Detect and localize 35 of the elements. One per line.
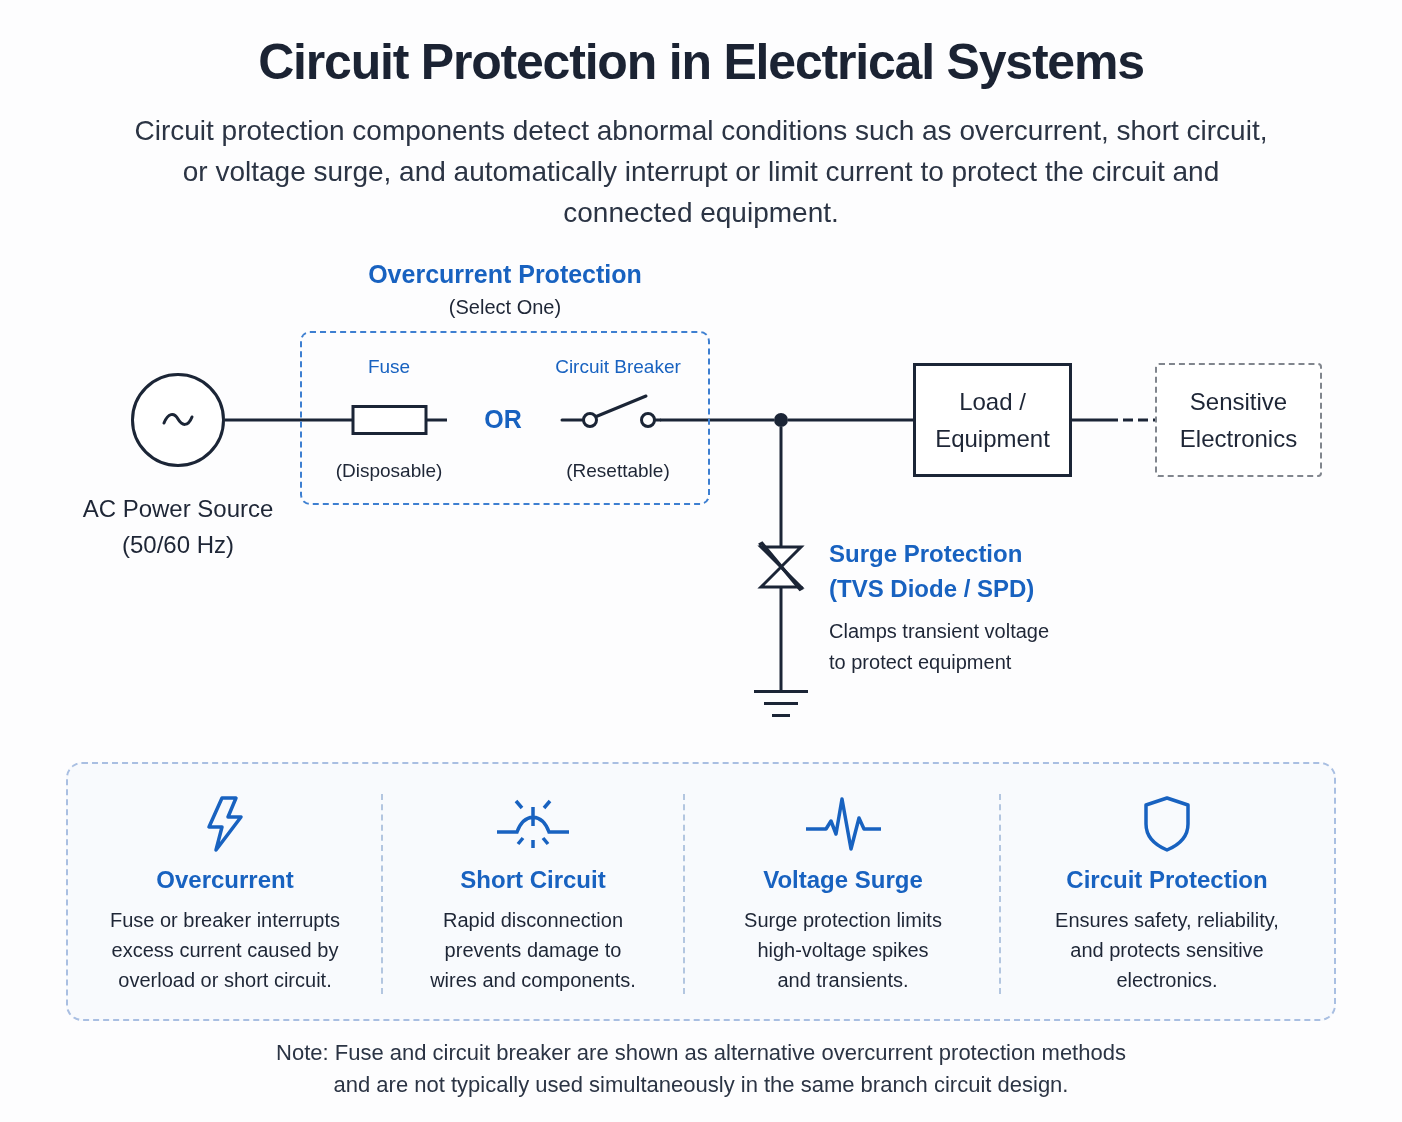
- ground-symbol: [754, 690, 808, 718]
- load-box: Load / Equipment: [913, 363, 1072, 477]
- component-label: Circuit Breaker: [554, 355, 682, 379]
- wire: [660, 418, 774, 422]
- dashed-box: Sensitive Electronics: [1155, 363, 1322, 477]
- wire: [1072, 418, 1155, 422]
- card-heading: Voltage Surge: [762, 865, 924, 895]
- dashed-group-frame: [300, 331, 710, 505]
- wire: [779, 592, 783, 690]
- title: Circuit Protection in Electrical Systems: [257, 33, 1145, 92]
- component-note: (Disposable): [334, 459, 444, 483]
- card-heading: Short Circuit: [459, 865, 607, 895]
- card-heading: Overcurrent: [155, 865, 295, 895]
- fuse-symbol: [333, 405, 447, 435]
- card-description: Rapid disconnection prevents damage to wires and components.: [429, 908, 637, 993]
- card-description: Ensures safety, reliability, and protects sensitive electronics.: [1054, 908, 1280, 993]
- card-description: Surge protection limits high-voltage spikes and transients.: [743, 908, 943, 993]
- group-heading: Overcurrent Protection: [367, 259, 643, 290]
- component-description: Clamps transient voltage to protect equipment: [829, 619, 1051, 675]
- card-description: Fuse or breaker interrupts excess current caused by overload or short circuit.: [108, 908, 342, 993]
- ac-source-symbol: [131, 373, 225, 467]
- component-label: Surge Protection (TVS Diode / SPD): [829, 539, 1036, 604]
- component-label: Fuse: [366, 355, 412, 379]
- tvs-diode-symbol: [757, 542, 805, 592]
- card-heading: Circuit Protection: [1065, 865, 1269, 895]
- wire: [225, 418, 333, 422]
- component-note: (Resettable): [565, 459, 671, 483]
- note-text: Note: Fuse and circuit breaker are shown as alternative overcurrent protection methods and are not typically used simultaneously in the same branch circuit design.: [275, 1039, 1127, 1099]
- junction-dot: [774, 413, 788, 427]
- source-label: AC Power Source (50/60 Hz): [81, 494, 275, 560]
- group-subheading: (Select One): [447, 295, 563, 320]
- wire: [779, 427, 783, 542]
- or-label: OR: [483, 404, 523, 435]
- subtitle: Circuit protection components detect abnormal conditions such as overcurrent, short circuit, or voltage surge, and automatically interrupt or limit current to protect the circuit and connected equipment.: [133, 114, 1269, 230]
- wire: [788, 418, 913, 422]
